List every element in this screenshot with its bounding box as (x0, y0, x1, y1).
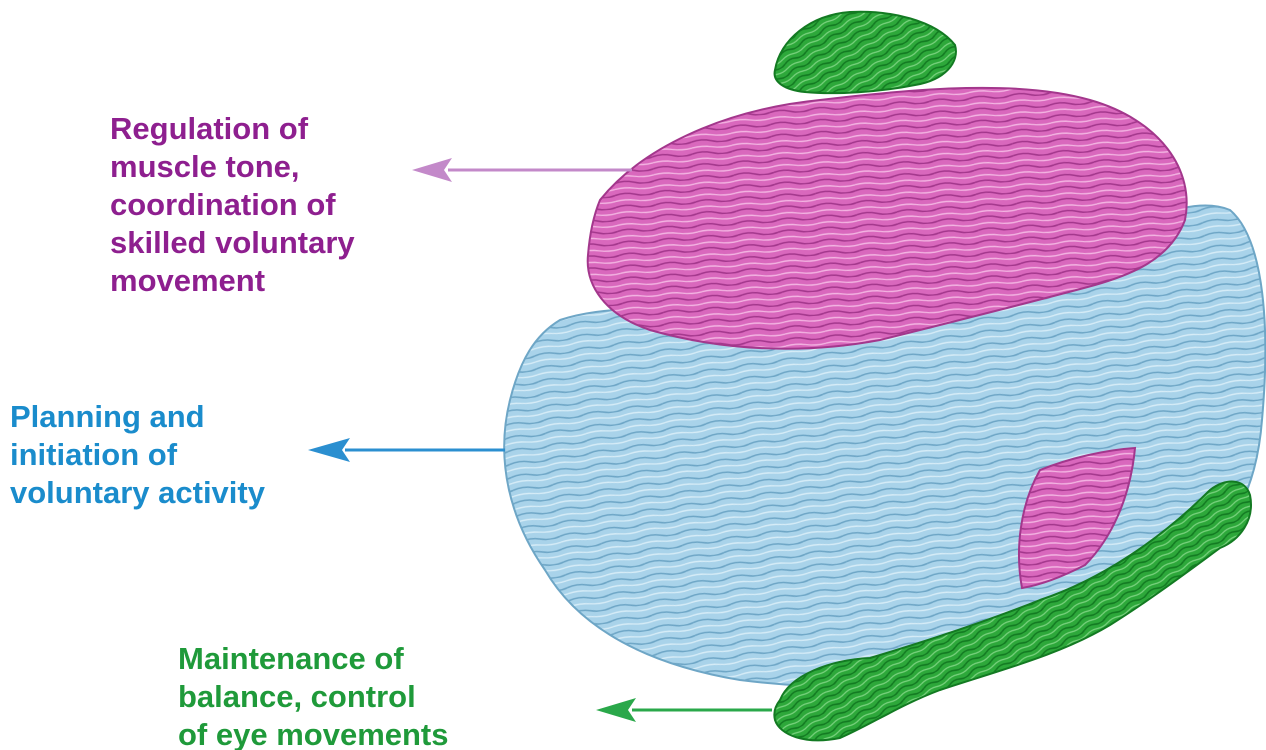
label-balance: Maintenance of balance, control of eye m… (178, 640, 449, 750)
label-line: coordination of (110, 186, 355, 224)
label-line: movement (110, 262, 355, 300)
label-line: initiation of (10, 436, 265, 474)
label-line: Planning and (10, 398, 265, 436)
arrow-blue (308, 438, 505, 462)
label-line: balance, control (178, 678, 449, 716)
label-planning: Planning and initiation of voluntary act… (10, 398, 265, 512)
label-muscle-tone: Regulation of muscle tone, coordination … (110, 110, 355, 300)
arrow-purple (412, 158, 632, 182)
label-line: muscle tone, (110, 148, 355, 186)
green-top-region (775, 12, 956, 93)
label-line: voluntary activity (10, 474, 265, 512)
label-line: skilled voluntary (110, 224, 355, 262)
label-line: Regulation of (110, 110, 355, 148)
label-line: of eye movements (178, 716, 449, 750)
arrow-green (596, 698, 772, 722)
label-line: Maintenance of (178, 640, 449, 678)
